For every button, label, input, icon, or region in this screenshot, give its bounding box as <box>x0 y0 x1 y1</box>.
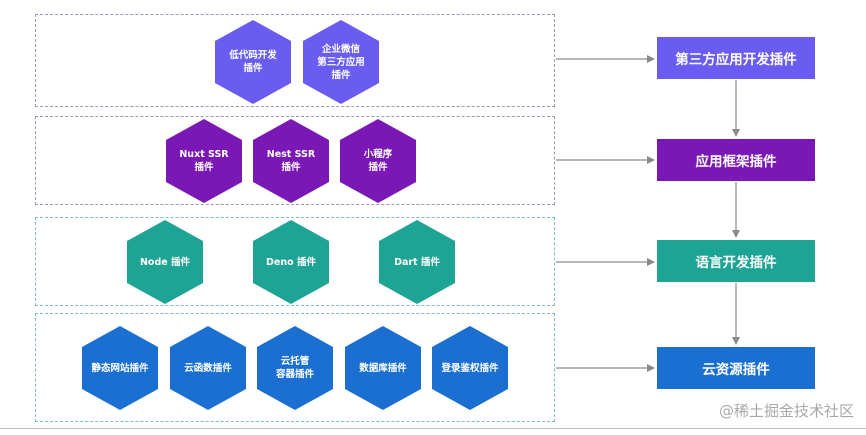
watermark: @稀土掘金技术社区 <box>718 402 854 420</box>
box-language-plugin: 语言开发插件 <box>657 240 815 282</box>
box-cloud-resource-plugin: 云资源插件 <box>657 347 815 389</box>
hex-cloud-function-plugin: 云函数插件 <box>170 326 246 410</box>
band-framework <box>35 116 555 205</box>
band-language <box>35 217 555 306</box>
band-third-party <box>35 14 555 107</box>
box-third-party-app-plugin: 第三方应用开发插件 <box>657 37 815 79</box>
band-cloud <box>35 313 555 422</box>
bottom-divider <box>0 428 866 429</box>
hex-node-plugin: Node 插件 <box>127 220 203 304</box>
hex-nuxt-ssr-plugin: Nuxt SSR 插件 <box>166 119 242 203</box>
box-app-framework-plugin: 应用框架插件 <box>657 139 815 181</box>
